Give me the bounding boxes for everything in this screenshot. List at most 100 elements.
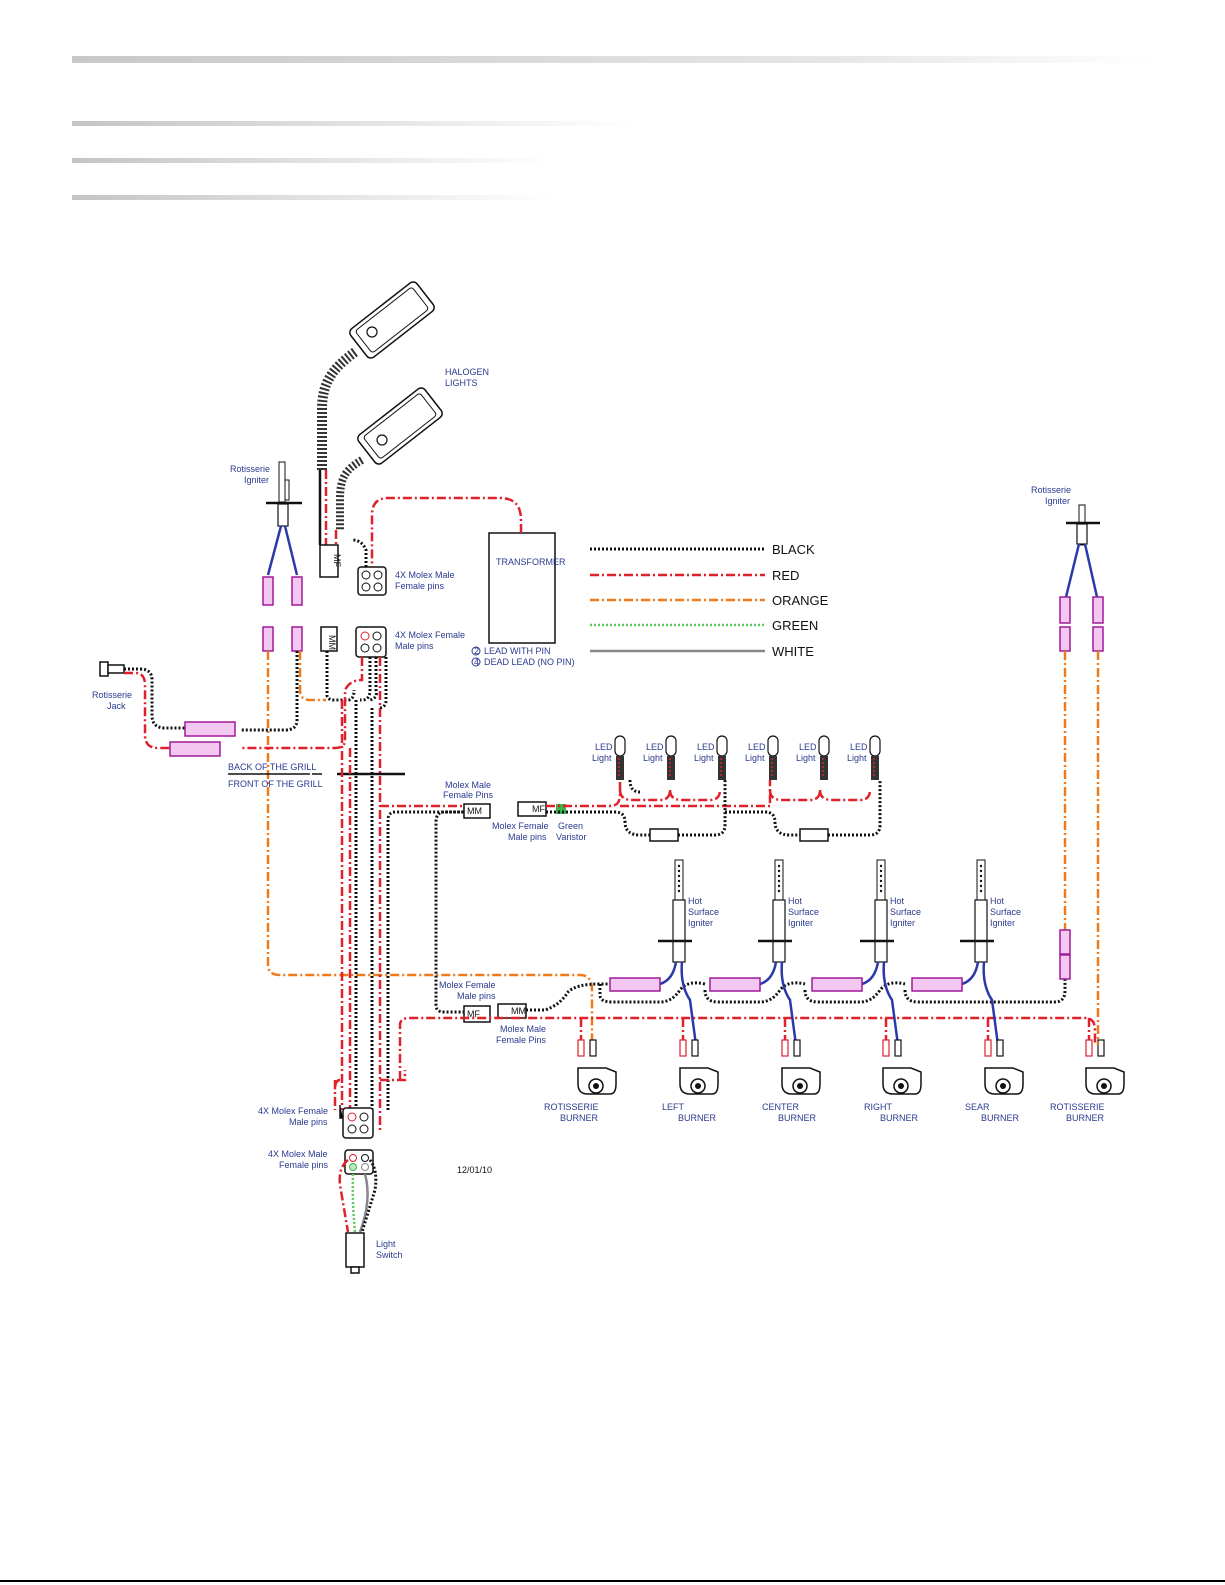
svg-text:Surface: Surface: [788, 907, 819, 917]
molex-4x-female-top: [355, 626, 387, 658]
legend-red: RED: [772, 568, 799, 583]
rotisserie-igniter-left: [262, 461, 303, 606]
halogen-label-1: HALOGEN: [445, 367, 489, 377]
mm-connector-top: [320, 626, 338, 652]
svg-text:Igniter: Igniter: [990, 918, 1015, 928]
burner-label-6: BURNER: [1066, 1113, 1105, 1123]
svg-text:MM: MM: [511, 1006, 526, 1016]
svg-text:4: 4: [474, 657, 479, 667]
igniter-terminal: [811, 977, 863, 992]
burner-label-4: BURNER: [880, 1113, 919, 1123]
led-label: Light: [643, 753, 663, 763]
svg-text:Surface: Surface: [890, 907, 921, 917]
led-label: LED: [799, 742, 817, 752]
transformer-label: TRANSFORMER: [496, 557, 566, 567]
svg-text:Surface: Surface: [990, 907, 1021, 917]
molex-fm-bottom-label-1: 4X Molex Female: [258, 1106, 328, 1116]
molex-fm-top-label-1: 4X Molex Female: [395, 630, 465, 640]
front-of-grill-label: FRONT OF THE GRILL: [228, 779, 323, 789]
halogen-harness-upper: [317, 347, 358, 470]
jack-terminal-black: [184, 721, 236, 737]
igniter-terminal: [262, 576, 274, 606]
svg-text:Hot: Hot: [688, 896, 703, 906]
light-switch: [345, 1232, 365, 1268]
rot-igniter-right-label-1: Rotisserie: [1031, 485, 1071, 495]
molex-male-low-label-1: Molex Male: [500, 1024, 546, 1034]
molex-female-low-label-1: Molex Female: [439, 980, 496, 990]
transformer-box: [488, 532, 556, 644]
halogen-label-2: LIGHTS: [445, 378, 478, 388]
svg-text:MF: MF: [332, 554, 342, 567]
molex-fm-top-label-2: Male pins: [395, 641, 434, 651]
led-label: Light: [796, 753, 816, 763]
rot-jack-label-2: Jack: [107, 701, 126, 711]
burner-label-3: CENTER: [762, 1102, 800, 1112]
molex-female-mid-label-1: Molex Female: [492, 821, 549, 831]
molex-4x-female-bottom: [342, 1107, 374, 1139]
burner-label-6: ROTISSERIE: [1050, 1102, 1105, 1112]
green-varistor: [556, 804, 566, 814]
led-label: Light: [745, 753, 765, 763]
burner-label-2: BURNER: [678, 1113, 717, 1123]
burner-label-1: ROTISSERIE: [544, 1102, 599, 1112]
molex-female-low-label-2: Male pins: [457, 991, 496, 1001]
legend-green: GREEN: [772, 618, 818, 633]
burner-label-1: BURNER: [560, 1113, 599, 1123]
lead-with-pin-label: LEAD WITH PIN: [484, 646, 551, 656]
molex-mf-bottom-label-1: 4X Molex Male: [268, 1149, 328, 1159]
molex-male-low-label-2: Female Pins: [496, 1035, 547, 1045]
burner-label-4: RIGHT: [864, 1102, 893, 1112]
light-switch-label-1: Light: [376, 1239, 396, 1249]
molex-male-pins-label-1: Molex Male: [445, 780, 491, 790]
molex-mf-top-label-2: Female pins: [395, 581, 445, 591]
burner-label-2: LEFT: [662, 1102, 685, 1112]
led-label: Light: [694, 753, 714, 763]
svg-text:Hot: Hot: [788, 896, 803, 906]
dead-lead-label: DEAD LEAD (NO PIN): [484, 657, 575, 667]
light-switch-label-2: Switch: [376, 1250, 403, 1260]
led-resistor-2: [799, 828, 829, 842]
svg-text:Igniter: Igniter: [788, 918, 813, 928]
svg-text:Hot: Hot: [990, 896, 1005, 906]
header-rule-top: [72, 56, 1152, 63]
burner-label-5: SEAR: [965, 1102, 990, 1112]
orange-wire-rotisserie: [266, 651, 594, 1045]
svg-text:Igniter: Igniter: [890, 918, 915, 928]
legend-black: BLACK: [772, 542, 815, 557]
rot-igniter-left-label-2: Igniter: [244, 475, 269, 485]
green-varistor-label-1: Green: [558, 821, 583, 831]
halogen-connector: [319, 544, 339, 578]
led-label: LED: [748, 742, 766, 752]
molex-fm-bottom-label-2: Male pins: [289, 1117, 328, 1127]
header-rule-3: [72, 195, 552, 200]
green-varistor-label-2: Varistor: [556, 832, 586, 842]
header-rule-2: [72, 158, 552, 163]
molex-mf-mid: [517, 801, 547, 817]
rot-igniter-right-label-2: Igniter: [1045, 496, 1070, 506]
led-label: LED: [595, 742, 613, 752]
halogen-harness-lower: [336, 456, 365, 530]
halogen-light-lower: [357, 387, 443, 465]
led-label: LED: [646, 742, 664, 752]
jack-terminal-red: [169, 741, 221, 757]
molex-4x-male-bottom: [344, 1149, 374, 1175]
burner-label-3: BURNER: [778, 1113, 817, 1123]
svg-text:MM: MM: [327, 635, 337, 650]
molex-mf-bottom-label-2: Female pins: [279, 1160, 329, 1170]
rot-igniter-left-label-1: Rotisserie: [230, 464, 270, 474]
molex-4x-male-top: [357, 566, 387, 596]
svg-text:Surface: Surface: [688, 907, 719, 917]
svg-text:MF: MF: [467, 1009, 480, 1019]
